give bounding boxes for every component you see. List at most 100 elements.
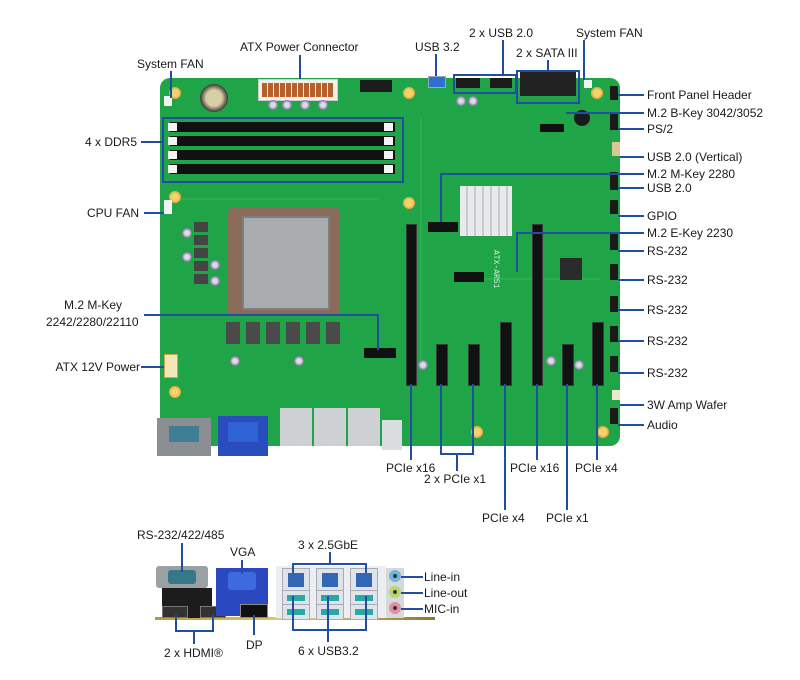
usb20-header-1 bbox=[456, 78, 480, 88]
label-pcie-x16-b: PCIe x16 bbox=[510, 461, 560, 475]
rs232-header bbox=[610, 234, 618, 250]
callout-line bbox=[618, 215, 644, 217]
label-cpu-fan: CPU FAN bbox=[86, 206, 139, 220]
mounting-hole bbox=[168, 385, 182, 399]
mic-in-jack bbox=[389, 602, 401, 614]
lan-usb-stack-board bbox=[314, 408, 346, 446]
label-mic-in: MIC-in bbox=[424, 602, 460, 616]
callout-line bbox=[618, 187, 644, 189]
lan-usb-stack-board bbox=[280, 408, 312, 446]
callout-line bbox=[620, 404, 644, 406]
vga-port-board bbox=[218, 416, 268, 456]
mounting-hole bbox=[402, 86, 416, 100]
vrm-chokes bbox=[194, 220, 208, 284]
callout-line bbox=[618, 340, 644, 342]
label-usb20-2x: 2 x USB 2.0 bbox=[469, 26, 534, 40]
m2-mkey-22110-slot bbox=[364, 348, 396, 358]
vga-port bbox=[228, 572, 256, 590]
lan-usb-stack-board bbox=[348, 408, 380, 446]
m2-bkey-slot bbox=[540, 124, 564, 132]
rs232-header bbox=[610, 296, 618, 312]
ddr5-slot bbox=[170, 150, 395, 160]
label-pcie-x1-2x: 2 x PCIe x1 bbox=[424, 472, 487, 486]
front-panel-header bbox=[610, 86, 618, 100]
pcie-x1-slot-3 bbox=[562, 344, 574, 386]
rs232-header bbox=[610, 356, 618, 372]
label-right-3: USB 2.0 (Vertical) bbox=[647, 150, 743, 164]
pcie-x1-slot-2 bbox=[468, 344, 480, 386]
callout-line bbox=[566, 112, 644, 114]
callout-line bbox=[440, 173, 644, 175]
audio-header bbox=[610, 408, 618, 424]
buzzer bbox=[574, 110, 590, 126]
rs232-header bbox=[610, 326, 618, 342]
label-vga: VGA bbox=[230, 545, 256, 559]
ddr5-callout-box bbox=[162, 117, 404, 183]
label-m2-mkey-line2: 2242/2280/22110 bbox=[46, 315, 139, 329]
callout-line bbox=[516, 232, 518, 272]
label-sata: 2 x SATA III bbox=[516, 46, 578, 60]
callout-line bbox=[618, 424, 644, 426]
label-right-1: M.2 B-Key 3042/3052 bbox=[647, 106, 764, 120]
label-usb32: 6 x USB3.2 bbox=[298, 644, 359, 658]
usb32-port bbox=[282, 604, 310, 620]
usb20-callout-box bbox=[453, 74, 517, 94]
header-connector bbox=[360, 80, 392, 92]
sata-port-2 bbox=[548, 72, 576, 96]
label-right-2: PS/2 bbox=[647, 122, 674, 136]
usb32-header bbox=[428, 76, 446, 88]
atx-power-connector bbox=[258, 79, 338, 101]
pcie-x16-slot-2 bbox=[532, 224, 543, 386]
label-right-13: 3W Amp Wafer bbox=[647, 398, 728, 412]
pcie-x4-slot-2 bbox=[592, 322, 604, 386]
lan-port-1 bbox=[282, 568, 310, 592]
label-right-9: RS-232 bbox=[647, 273, 688, 287]
usb20-header bbox=[610, 172, 618, 190]
usb32-port bbox=[350, 604, 378, 620]
label-usb32: USB 3.2 bbox=[415, 40, 460, 54]
label-right-12: RS-232 bbox=[647, 366, 688, 380]
rs232-header bbox=[610, 264, 618, 280]
board-model-silkscreen: ATX-AR51 bbox=[491, 250, 500, 289]
atx-12v-connector bbox=[164, 354, 178, 378]
callout-line bbox=[516, 232, 644, 234]
label-right-6: GPIO bbox=[647, 209, 678, 223]
label-right-7: M.2 E-Key 2230 bbox=[647, 226, 734, 240]
cmos-battery bbox=[200, 84, 228, 112]
cpu-socket-plate bbox=[242, 216, 330, 310]
label-serial: RS-232/422/485 bbox=[137, 528, 225, 542]
system-fan-header-right bbox=[584, 80, 592, 88]
sata-port-1 bbox=[520, 72, 548, 96]
mounting-hole bbox=[596, 425, 610, 439]
label-dp: DP bbox=[246, 638, 263, 652]
label-system-fan-left: System FAN bbox=[137, 57, 204, 71]
callout-line bbox=[618, 309, 644, 311]
label-right-10: RS-232 bbox=[647, 303, 688, 317]
label-atx-power: ATX Power Connector bbox=[240, 40, 359, 54]
usb32-port bbox=[316, 604, 344, 620]
sata-callout-box bbox=[516, 70, 580, 104]
ddr5-slot bbox=[170, 164, 395, 174]
label-atx12v: ATX 12V Power bbox=[55, 360, 140, 374]
label-hdmi: 2 x HDMI® bbox=[164, 646, 223, 660]
cpu-socket bbox=[228, 208, 340, 316]
ddr5-slot bbox=[170, 122, 395, 132]
system-fan-header-left bbox=[164, 96, 172, 106]
usb20-vertical-port bbox=[612, 142, 620, 156]
usb20-header-2 bbox=[490, 78, 512, 88]
label-line-in: Line-in bbox=[424, 570, 461, 584]
label-right-0: Front Panel Header bbox=[647, 88, 752, 102]
lan-port-3 bbox=[350, 568, 378, 592]
lan-port-2 bbox=[316, 568, 344, 592]
usb32-port bbox=[282, 590, 310, 606]
callout-line bbox=[618, 372, 644, 374]
amp-wafer bbox=[612, 390, 620, 400]
serial-port-board bbox=[157, 418, 211, 456]
label-lan: 3 x 2.5GbE bbox=[298, 538, 359, 552]
pcie-x4-slot-1 bbox=[500, 322, 512, 386]
callout-line bbox=[618, 250, 644, 252]
m2-ekey-2230-slot bbox=[454, 272, 484, 282]
mounting-hole bbox=[402, 196, 416, 210]
chipset-heatsink bbox=[460, 186, 512, 236]
label-ddr5: 4 x DDR5 bbox=[84, 135, 137, 149]
